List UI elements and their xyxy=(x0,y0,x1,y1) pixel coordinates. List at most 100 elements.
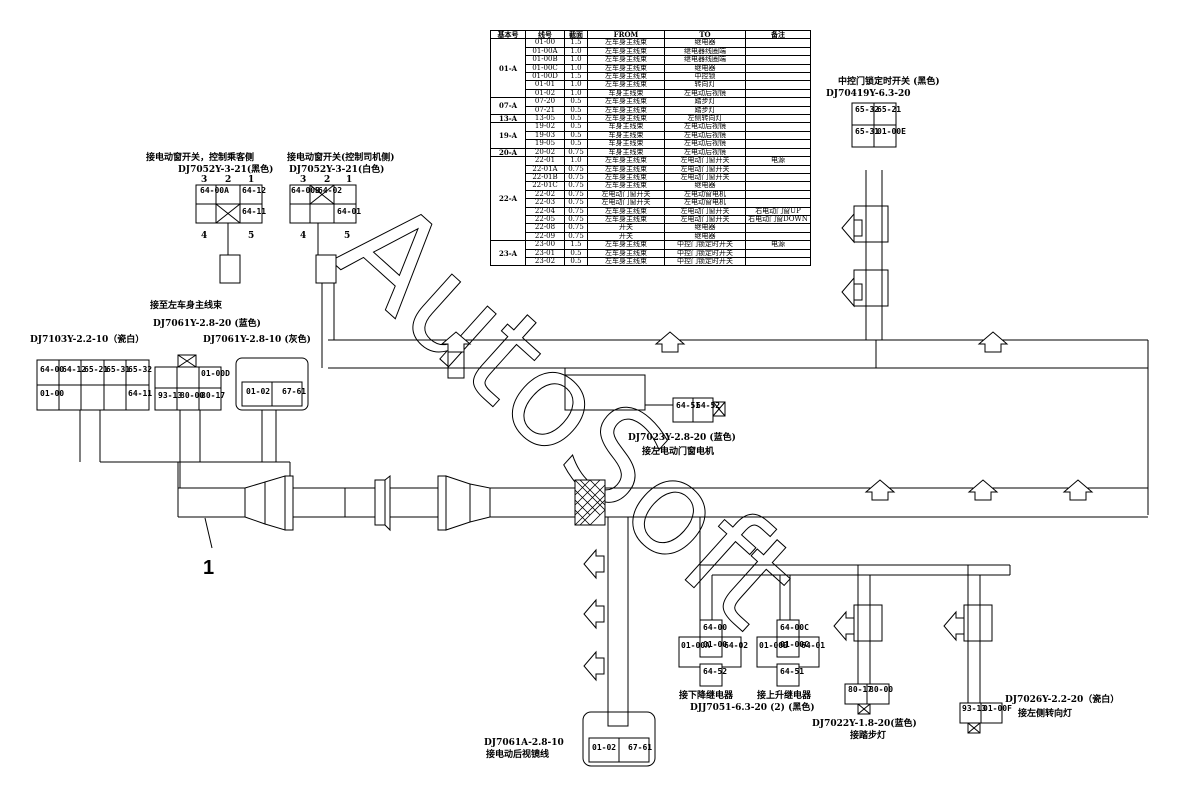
table-cell: 左车身主线束 xyxy=(587,97,665,107)
pin-label: 93-13 xyxy=(962,704,986,713)
table-cell: 电源 xyxy=(745,156,811,166)
table-cell: 0.75 xyxy=(564,181,588,191)
label-mirror-code: DJ7061A-2.8-10 xyxy=(484,738,564,748)
svg-text:4: 4 xyxy=(201,231,207,241)
svg-text:2: 2 xyxy=(225,175,231,185)
pin-label: 64-12 xyxy=(242,186,266,195)
pin-label: 65-32 xyxy=(128,365,152,374)
pin-label: 01-02 xyxy=(246,387,270,396)
table-cell: 电源 xyxy=(745,240,811,250)
table-cell: 左车身主线束 xyxy=(587,256,665,267)
label-window-motor: 接左电动门窗电机 xyxy=(642,445,714,457)
pin-label: 80-17 xyxy=(201,391,225,400)
table-cell: 19-05 xyxy=(525,139,565,149)
pin-label: 01-00 xyxy=(40,389,64,398)
label-code-gray: DJ7061Y-2.8-10 (灰色) xyxy=(203,333,311,345)
table-cell xyxy=(745,97,811,107)
pin-label: 64-51 xyxy=(676,401,700,410)
table-cell: 继电器 xyxy=(664,181,746,191)
pin-label: 64-12 xyxy=(62,365,86,374)
connector-up-relay: 64-00C 01-00B 01-00C 64-01 64-51 xyxy=(756,619,825,687)
table-cell xyxy=(745,189,811,200)
table-cell: 开关 xyxy=(587,223,665,233)
table-cell: 22-08 xyxy=(525,223,565,233)
table-cell xyxy=(745,105,811,116)
label-mirror: 接电动后视镜线 xyxy=(486,748,549,760)
table-cell xyxy=(745,88,811,99)
table-cell: 中控门锁定时开关 xyxy=(664,240,746,250)
pin-label: 80-17 xyxy=(848,685,872,694)
pin-label: 64-00A xyxy=(200,186,229,195)
connector-passenger-window-switch: 64-00A 64-12 64-11 xyxy=(195,184,266,284)
table-cell xyxy=(745,164,811,174)
pin-label: 67-61 xyxy=(628,743,652,752)
label-relay-code: DJJ7051-6.3-20 (2) (黑色) xyxy=(690,701,815,713)
table-cell: 踏步灯 xyxy=(664,97,746,107)
table-cell xyxy=(745,122,811,132)
pin-label: 64-51 xyxy=(780,667,804,676)
table-cell: 07-20 xyxy=(525,97,565,107)
connector-door-lock-timer: 65-32 65-21 65-31 01-00E xyxy=(851,102,906,148)
connector-gray-dj7061y-10: 01-02 67-61 xyxy=(235,357,309,411)
pin-label: 65-21 xyxy=(877,105,901,114)
svg-text:2: 2 xyxy=(324,175,330,185)
svg-text:5: 5 xyxy=(344,231,350,241)
table-cell: 车身主线束 xyxy=(587,139,665,149)
pin-label: 64-11 xyxy=(242,207,266,216)
table-cell: 23-00 xyxy=(525,240,565,250)
label-window-switch-driver: 接电动窗开关(控制司机侧) xyxy=(287,151,395,163)
label-code-porcelain: DJ7103Y-2.2-10（瓷白） xyxy=(30,333,144,345)
table-cell: 继电器线圈端 xyxy=(664,55,746,65)
table-cell: 左车身主线束 xyxy=(587,240,665,250)
svg-text:4: 4 xyxy=(300,231,306,241)
table-cell: 左电动门窗开关 xyxy=(587,198,665,208)
label-turn-light: 接左侧转向灯 xyxy=(1018,707,1072,719)
connector-down-relay: 64-00 01-00A 01-00 64-02 64-52 xyxy=(678,619,748,687)
svg-text:3: 3 xyxy=(201,175,207,185)
table-cell xyxy=(745,256,811,267)
cell-base: 13-A xyxy=(490,114,526,124)
table-cell: 0.5 xyxy=(564,256,588,267)
table-cell xyxy=(745,46,811,57)
callout-number: 1 xyxy=(203,557,214,579)
harness-clips xyxy=(440,205,1094,682)
cell-base: 01-A xyxy=(490,38,526,99)
table-cell: 左车身主线束 xyxy=(587,181,665,191)
table-cell xyxy=(745,198,811,208)
table-cell: 01-00B xyxy=(525,55,565,65)
pin-label: 64-00C xyxy=(780,623,809,632)
pin-label: 64-00B xyxy=(291,186,320,195)
label-window-switch-driver-code: DJ7052Y-3-21(白色) xyxy=(289,163,384,175)
svg-text:1: 1 xyxy=(346,175,352,185)
table-cell: 继电器 xyxy=(664,223,746,233)
table-cell: 左车身主线束 xyxy=(587,156,665,166)
table-cell xyxy=(745,139,811,149)
table-cell xyxy=(745,38,811,48)
pin-label: 64-00 xyxy=(703,623,727,632)
table-cell xyxy=(745,172,811,183)
pin-label: 01-00D xyxy=(201,369,230,378)
label-window-switch-passenger-code: DJ7052Y-3-21(黑色) xyxy=(178,163,273,175)
table-cell: 22-03 xyxy=(525,198,565,208)
pin-label: 64-52 xyxy=(703,667,727,676)
pin-label: 67-61 xyxy=(282,387,306,396)
pin-label: 64-02 xyxy=(318,186,342,195)
svg-text:5: 5 xyxy=(248,231,254,241)
label-door-lock-timer-code: DJ70419Y-6.3-20 xyxy=(826,89,911,99)
table-cell: 22-01 xyxy=(525,156,565,166)
pin-label: 80-00 xyxy=(869,685,893,694)
table-cell xyxy=(745,80,811,90)
pin-label: 01-00F xyxy=(983,704,1012,713)
table-cell xyxy=(745,63,811,74)
pin-label: 01-00E xyxy=(877,127,906,136)
table-cell xyxy=(745,130,811,141)
